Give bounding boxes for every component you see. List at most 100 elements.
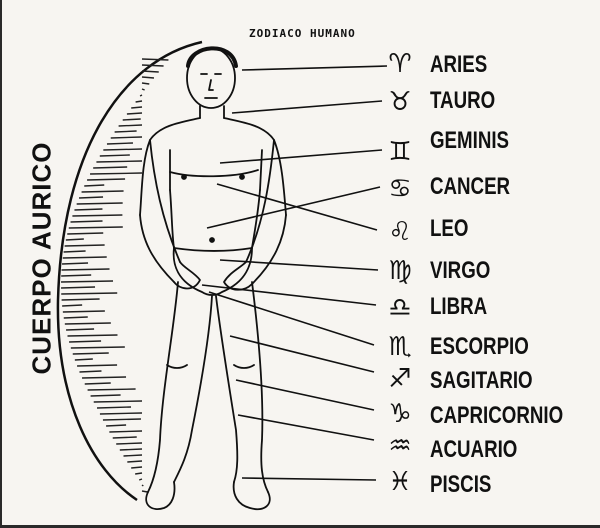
aura-hatch-stroke (72, 215, 122, 216)
aura-hatch-stroke (115, 131, 137, 132)
aura-hatch-stroke (113, 437, 137, 438)
aura-hatch-stroke (103, 419, 141, 420)
aura-hatch-stroke (120, 449, 142, 450)
virgo-icon: ♍ (380, 257, 420, 285)
sign-label-escorpio: ESCORPIO (430, 334, 529, 360)
scorpio-icon: ♏ (380, 333, 420, 361)
cancer-icon: ♋ (380, 175, 420, 203)
aura-hatch-stroke (142, 83, 149, 84)
taurus-icon: ♉ (380, 88, 420, 116)
aura-hatch-stroke (77, 203, 123, 204)
libra-icon: ♎ (380, 294, 420, 322)
aura-hatch-stroke (142, 59, 168, 60)
aura-label: CUERPO AURICO (27, 141, 58, 374)
aura-hatch-stroke (61, 287, 95, 288)
aura-hatch-stroke (82, 191, 124, 192)
aura-hatch-stroke (64, 317, 88, 318)
aura-hatch-stroke (131, 467, 142, 468)
pisces-icon: ♓ (380, 468, 420, 496)
aura-hatch-stroke (142, 491, 148, 492)
aquarius-icon: ♒ (380, 432, 420, 460)
sign-label-virgo: VIRGO (430, 258, 490, 284)
aura-hatch-stroke (65, 323, 111, 324)
aura-hatch-stroke (74, 209, 102, 210)
aura-hatch-stroke (119, 125, 142, 126)
sign-label-libra: LIBRA (430, 294, 487, 320)
aura-hatch-stroke (75, 359, 93, 360)
aura-hatch-stroke (123, 119, 141, 120)
aura-hatch-stroke (139, 479, 142, 480)
sign-label-acuario: ACUARIO (430, 437, 517, 463)
aura-hatch-stroke (67, 335, 117, 336)
aura-hatch-stroke (109, 431, 142, 432)
aura-hatch-stroke (127, 461, 142, 462)
sign-label-aries: ARIES (430, 52, 487, 78)
gemini-icon: ♊ (380, 138, 420, 166)
aura-hatch-stroke (142, 485, 143, 486)
aura-hatch-stroke (62, 269, 110, 270)
aura-hatch-stroke (93, 167, 127, 168)
aura-hatch-stroke (63, 257, 107, 258)
aura-hatch-stroke (142, 89, 145, 90)
aura-hatch-stroke (66, 329, 94, 330)
aura-hatch-stroke (127, 113, 142, 114)
aura-hatch-stroke (79, 371, 101, 372)
aura-hatch-stroke (82, 377, 126, 378)
aura-hatch-stroke (91, 395, 121, 396)
aura-hatch-stroke (96, 161, 142, 162)
aura-hatch-stroke (135, 473, 142, 474)
aura-hatch-stroke (63, 311, 105, 312)
sign-label-cancer: CANCER (430, 174, 510, 200)
aura-hatch-stroke (140, 95, 142, 96)
capricorn-icon: ♑ (380, 400, 420, 428)
aura-hatch-stroke (62, 299, 100, 300)
aura-hatch-stroke (71, 221, 103, 222)
aura-hatch-stroke (65, 245, 105, 246)
aura-hatch-stroke (142, 65, 164, 66)
aura-hatch-stroke (136, 101, 142, 102)
human-figure (140, 48, 286, 509)
aura-hatch-stroke (100, 413, 142, 414)
aura-hatch-stroke (61, 293, 117, 294)
aura-hatch-stroke (73, 353, 109, 354)
aura-hatch-stroke (64, 251, 86, 252)
aura-hatch-stroke (61, 281, 113, 282)
aura-hatch-stroke (88, 389, 136, 390)
aura-hatch-stroke (94, 401, 142, 402)
aura-hatch-stroke (77, 365, 117, 366)
sagittarius-icon: ♐ (380, 365, 420, 393)
leader-lines (202, 66, 387, 480)
aura-hatch-stroke (61, 275, 91, 276)
aura-hatch-stroke (69, 227, 123, 228)
sign-label-sagitario: SAGITARIO (430, 368, 533, 394)
aura-hatch-stroke (85, 383, 111, 384)
aura-hatch-stroke (131, 107, 142, 108)
aura-hatching (61, 59, 168, 492)
aura-hatch-stroke (124, 455, 142, 456)
aura-hatch-stroke (67, 233, 103, 234)
aura-hatch-stroke (87, 179, 125, 180)
aura-hatch-stroke (111, 137, 142, 138)
aura-hatch-stroke (62, 263, 88, 264)
aries-icon: ♈ (380, 50, 420, 78)
sign-label-capricornio: CAPRICORNIO (430, 403, 563, 429)
aura-hatch-stroke (71, 347, 125, 348)
sign-label-leo: LEO (430, 216, 468, 242)
sign-label-piscis: PISCIS (430, 472, 491, 498)
aura-hatch-stroke (107, 143, 133, 144)
aura-hatch-stroke (103, 149, 142, 150)
aura-hatch-stroke (142, 71, 159, 72)
aura-hatch-stroke (69, 341, 101, 342)
diagram-title: ZODIACO HUMANO (249, 27, 356, 40)
aura-hatch-stroke (116, 443, 142, 444)
leo-icon: ♌ (380, 218, 420, 246)
sign-label-tauro: TAURO (430, 88, 495, 114)
aura-hatch-stroke (79, 197, 103, 198)
aura-hatch-stroke (106, 425, 126, 426)
aura-hatch-stroke (66, 239, 84, 240)
aura-hatch-stroke (100, 155, 130, 156)
aura-hatch-stroke (142, 77, 154, 78)
aura-hatch-stroke (97, 407, 131, 408)
aura-hatch-stroke (84, 185, 104, 186)
